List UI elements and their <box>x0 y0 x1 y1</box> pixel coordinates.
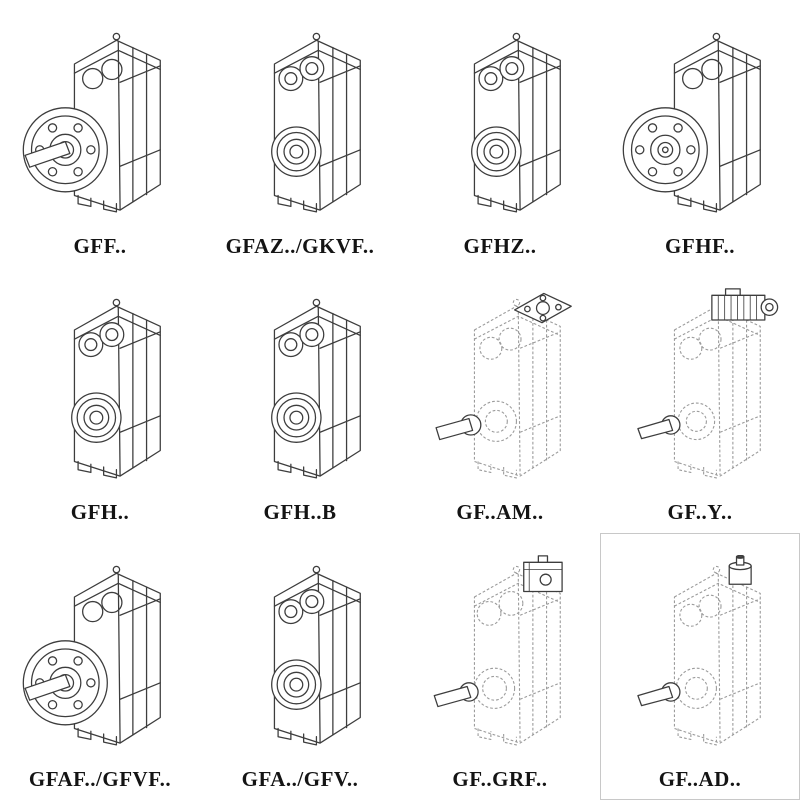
model-label: GFA../GFV.. <box>241 766 359 791</box>
drawing-gearbox-output-flange <box>609 22 791 232</box>
model-label: GFHF.. <box>665 233 735 258</box>
drawing-gearbox-hollow-shaft <box>209 555 391 765</box>
cell-gf-grf: GF..GRF.. <box>400 533 600 800</box>
model-label: GF..GRF.. <box>452 766 548 791</box>
drawing-gearbox-flange-solid-shaft <box>9 555 191 765</box>
model-label: GFHZ.. <box>463 233 537 258</box>
drawing-gearbox-gear-input <box>409 555 591 765</box>
cell-gfh-b: GFH..B <box>200 267 400 534</box>
cell-gfaz-gkvf: GFAZ../GKVF.. <box>200 0 400 267</box>
model-label: GFAZ../GKVF.. <box>225 233 375 258</box>
model-label: GFAF../GFVF.. <box>28 766 172 791</box>
cell-gf-y: GF..Y.. <box>600 267 800 534</box>
model-label: GF..AD.. <box>658 766 742 791</box>
cell-gfaf-gfvf: GFAF../GFVF.. <box>0 533 200 800</box>
drawing-gearbox-input-adapter <box>609 555 791 765</box>
model-label: GF..Y.. <box>667 500 733 525</box>
cell-gfhf: GFHF.. <box>600 0 800 267</box>
drawing-gearbox-hollow-shaft <box>209 22 391 232</box>
drawing-gearbox-hollow-shaft <box>9 288 191 498</box>
model-label: GFH..B <box>263 500 337 525</box>
cell-gf-am: GF..AM.. <box>400 267 600 534</box>
drawing-gearbox-motor-adapter-flange <box>409 288 591 498</box>
model-label: GFH.. <box>70 500 130 525</box>
model-label: GFF.. <box>73 233 127 258</box>
drawing-gearbox-hollow-shaft <box>409 22 591 232</box>
drawing-gearbox-flange-solid-shaft <box>9 22 191 232</box>
drawing-gearbox-with-motor <box>609 288 791 498</box>
cell-gfa-gfv: GFA../GFV.. <box>200 533 400 800</box>
cell-gff: GFF.. <box>0 0 200 267</box>
model-label: GF..AM.. <box>456 500 544 525</box>
cell-gfhz: GFHZ.. <box>400 0 600 267</box>
drawing-gearbox-hollow-shaft <box>209 288 391 498</box>
cell-gf-ad: GF..AD.. <box>600 533 800 800</box>
cell-gfh: GFH.. <box>0 267 200 534</box>
